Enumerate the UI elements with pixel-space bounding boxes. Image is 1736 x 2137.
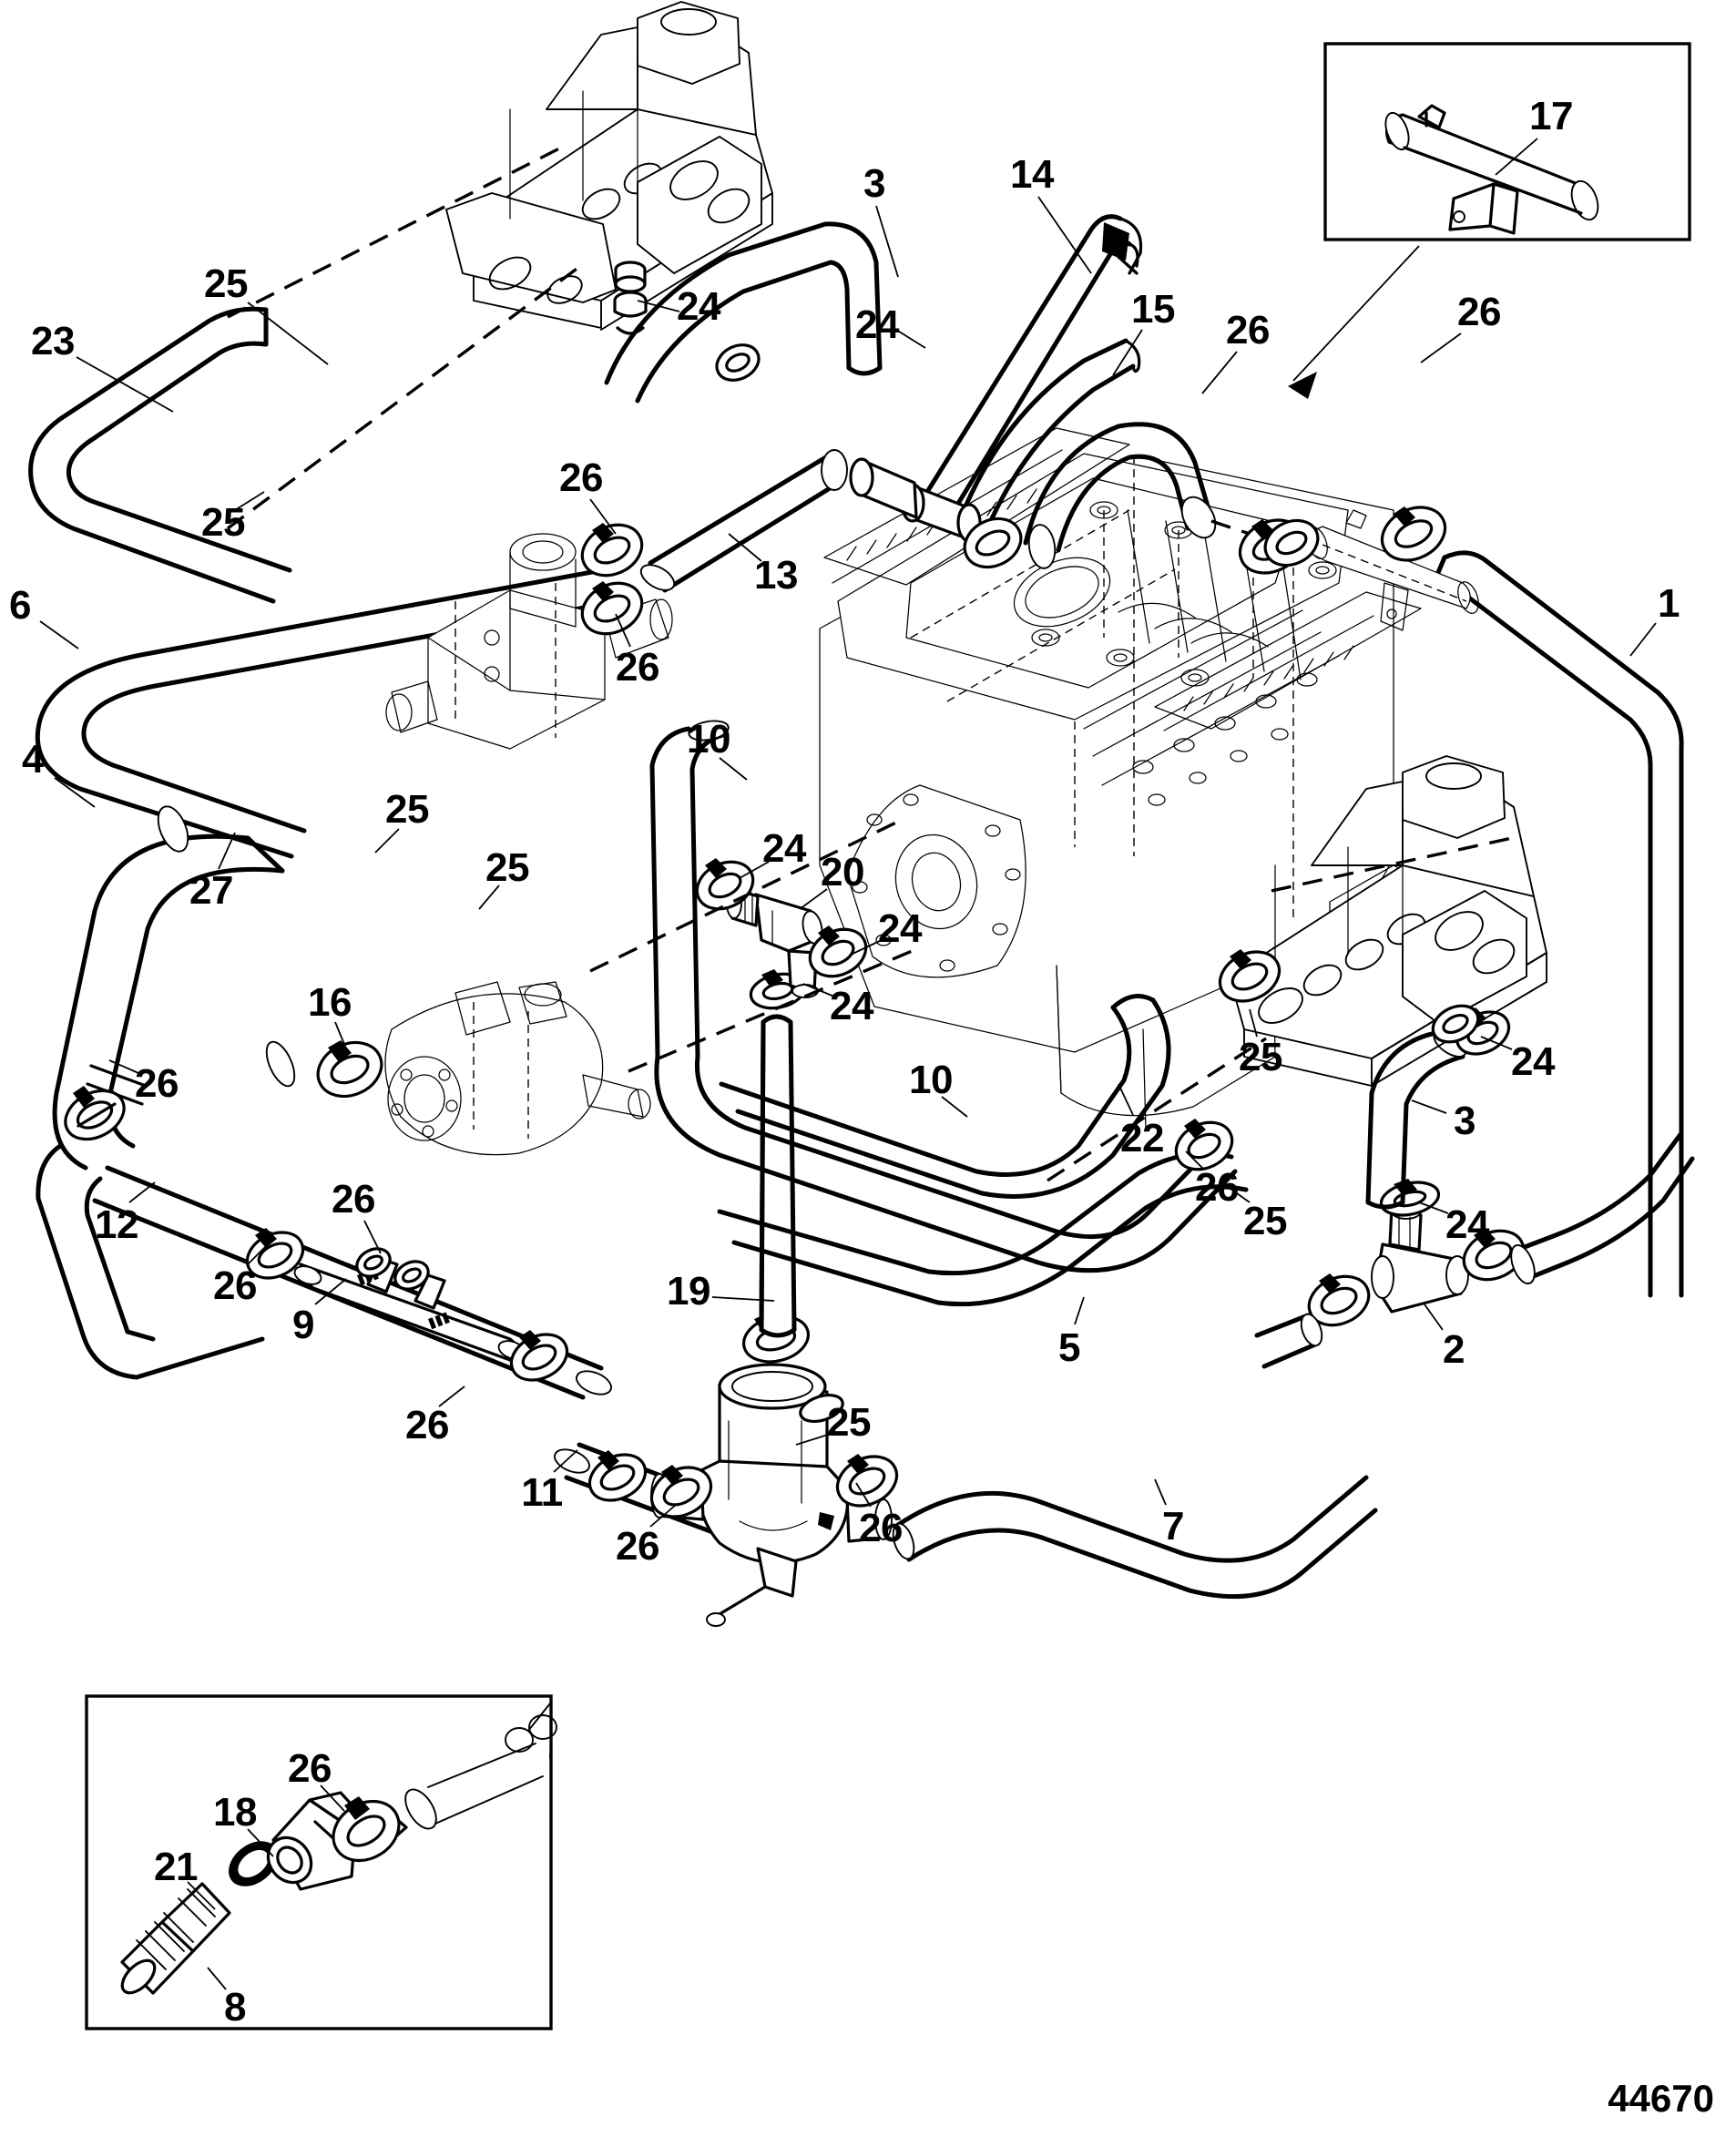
callout-16: 16 bbox=[308, 980, 352, 1025]
callout-25: 25 bbox=[201, 500, 245, 545]
callout-4: 4 bbox=[22, 737, 44, 782]
hose-3-top bbox=[604, 221, 883, 404]
hose-15 bbox=[1023, 422, 1217, 569]
leader-lines bbox=[39, 138, 1657, 1990]
hose-2-run bbox=[1510, 1130, 1695, 1284]
callout-25: 25 bbox=[827, 1400, 871, 1445]
hose-5 bbox=[717, 1151, 1249, 1307]
callout-10: 10 bbox=[909, 1058, 953, 1102]
callout-15: 15 bbox=[1131, 287, 1175, 332]
circulating-pump-ghost bbox=[385, 533, 673, 750]
hose-7 bbox=[892, 1475, 1378, 1600]
hose-2-left-run bbox=[1254, 1313, 1323, 1369]
hose-4 bbox=[52, 805, 285, 1171]
callout-14: 14 bbox=[1010, 152, 1054, 197]
callout-24: 24 bbox=[1445, 1202, 1489, 1247]
callout-8: 8 bbox=[224, 1985, 246, 2030]
callout-10: 10 bbox=[687, 717, 730, 762]
callout-12: 12 bbox=[95, 1202, 138, 1247]
seawater-pump-ghost bbox=[384, 981, 651, 1156]
callout-7: 7 bbox=[1162, 1504, 1184, 1549]
callout-24: 24 bbox=[762, 826, 806, 871]
hose-6 bbox=[35, 569, 602, 859]
callout-17: 17 bbox=[1529, 94, 1573, 138]
seal-24-tee bbox=[1379, 1179, 1441, 1217]
callout-18: 18 bbox=[213, 1790, 257, 1835]
callout-6: 6 bbox=[9, 583, 31, 628]
drawing-number: 44670 bbox=[1608, 2077, 1714, 2120]
tube-17-installed bbox=[1306, 509, 1479, 631]
callout-24: 24 bbox=[830, 984, 873, 1028]
callout-25: 25 bbox=[1239, 1035, 1282, 1079]
callout-26: 26 bbox=[213, 1263, 257, 1308]
seal-24-elbow-right bbox=[808, 925, 868, 978]
callout-25: 25 bbox=[1243, 1199, 1287, 1243]
callout-5: 5 bbox=[1058, 1325, 1080, 1370]
callout-26: 26 bbox=[135, 1061, 179, 1106]
callout-26: 26 bbox=[859, 1506, 903, 1550]
clamp-26-hose12 bbox=[64, 1086, 126, 1141]
clamp-25-right-lower bbox=[1174, 1119, 1234, 1171]
callout-25: 25 bbox=[204, 261, 248, 306]
callout-19: 19 bbox=[667, 1269, 710, 1314]
callout-1: 1 bbox=[1658, 581, 1680, 626]
clamp-26-housing-left bbox=[649, 1465, 713, 1518]
callout-22: 22 bbox=[1120, 1116, 1164, 1161]
callout-26: 26 bbox=[616, 1524, 659, 1569]
clamp-26-c9-right bbox=[509, 1330, 569, 1382]
tube-12-straight bbox=[92, 1165, 612, 1400]
clamp-26-tee-right bbox=[1462, 1228, 1526, 1282]
callout-24: 24 bbox=[855, 302, 899, 347]
callout-26: 26 bbox=[1195, 1165, 1239, 1210]
clamp-26-c9-left bbox=[245, 1228, 305, 1280]
clamp-26-tube11 bbox=[587, 1450, 648, 1502]
hose-10-left bbox=[649, 720, 730, 1059]
callout-20: 20 bbox=[821, 850, 864, 895]
clamp-26-nipple-b bbox=[393, 1260, 430, 1291]
callout-21: 21 bbox=[154, 1845, 198, 1889]
callout-26: 26 bbox=[1457, 290, 1501, 334]
hose-22 bbox=[719, 994, 1171, 1199]
clamp-26-hx-left bbox=[1263, 518, 1320, 567]
hose-12 bbox=[36, 1143, 265, 1380]
tube-13 bbox=[639, 453, 844, 593]
callout-26: 26 bbox=[288, 1746, 332, 1791]
callout-25: 25 bbox=[385, 787, 429, 832]
exhaust-manifold-riser-top bbox=[445, 1, 773, 335]
callout-24: 24 bbox=[1511, 1039, 1555, 1084]
hose-10-loop bbox=[654, 1054, 1238, 1273]
clamp-26-tube13-b bbox=[580, 581, 644, 636]
callout-26: 26 bbox=[559, 455, 603, 500]
callout-26: 26 bbox=[1226, 308, 1270, 353]
callout-13: 13 bbox=[754, 553, 798, 598]
exhaust-manifold-riser-right bbox=[1229, 755, 1547, 1087]
callout-24: 24 bbox=[878, 906, 922, 951]
engine-block-ghost bbox=[819, 427, 1530, 1130]
clamp-26-tee-left bbox=[1307, 1273, 1371, 1327]
callout-9: 9 bbox=[292, 1303, 314, 1347]
callout-3: 3 bbox=[1454, 1099, 1476, 1143]
callout-25: 25 bbox=[485, 845, 529, 890]
callout-26: 26 bbox=[616, 645, 659, 690]
clamp-26-hx-right bbox=[1380, 506, 1447, 562]
seal-24-tube14 bbox=[715, 343, 761, 382]
clamp-25-tube14 bbox=[963, 516, 1023, 569]
tee-fitting-2 bbox=[1371, 1203, 1469, 1314]
callout-24: 24 bbox=[677, 284, 720, 329]
clamp-26-tube13-a bbox=[580, 523, 644, 578]
callout-11: 11 bbox=[521, 1470, 563, 1515]
seal-24-right-edge bbox=[1431, 1004, 1480, 1044]
clamp-26-nipple-a bbox=[355, 1247, 392, 1278]
callout-23: 23 bbox=[31, 319, 75, 363]
callout-26: 26 bbox=[405, 1403, 449, 1447]
callout-3: 3 bbox=[863, 161, 885, 206]
callout-27: 27 bbox=[189, 868, 233, 913]
callout-2: 2 bbox=[1443, 1327, 1465, 1372]
clamp-25-right-manifold bbox=[1218, 949, 1282, 1003]
inset-top-right bbox=[1323, 42, 1691, 241]
clamp-16 bbox=[316, 1040, 383, 1099]
callout-26: 26 bbox=[332, 1177, 375, 1222]
